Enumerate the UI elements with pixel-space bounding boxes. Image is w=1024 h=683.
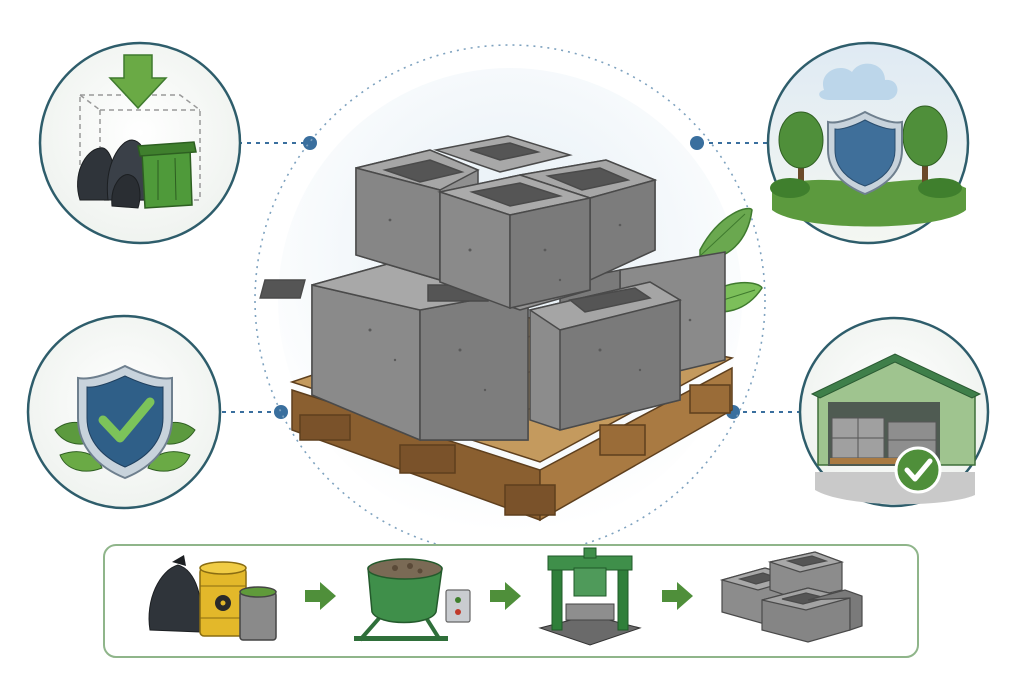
safety-node (26, 314, 222, 510)
concrete-texture (368, 218, 692, 392)
shield-checkmark-icon (54, 364, 196, 480)
environment-shield-icon (770, 63, 966, 227)
arrow-right-icon (305, 582, 336, 610)
waste-and-barrels-icon (148, 555, 277, 641)
process-flow-panel (103, 544, 919, 658)
concrete-block-pallet-icon (259, 135, 763, 522)
block-press-machine-icon (538, 547, 642, 646)
concrete-mixer-icon (354, 558, 471, 642)
finished-blocks-icon (719, 551, 863, 643)
concrete-blocks-upper (355, 135, 658, 311)
waste-volume-reduction-node (38, 41, 242, 245)
storage-node (798, 316, 990, 508)
waste-volume-reduction-icon (77, 54, 201, 209)
arrow-right-icon (662, 582, 693, 610)
concrete-blocks-lower (259, 251, 726, 442)
arrow-right-icon (490, 582, 521, 610)
environment-protection-node (766, 41, 970, 245)
warehouse-storage-icon (810, 353, 982, 505)
connector-lines (222, 142, 800, 413)
